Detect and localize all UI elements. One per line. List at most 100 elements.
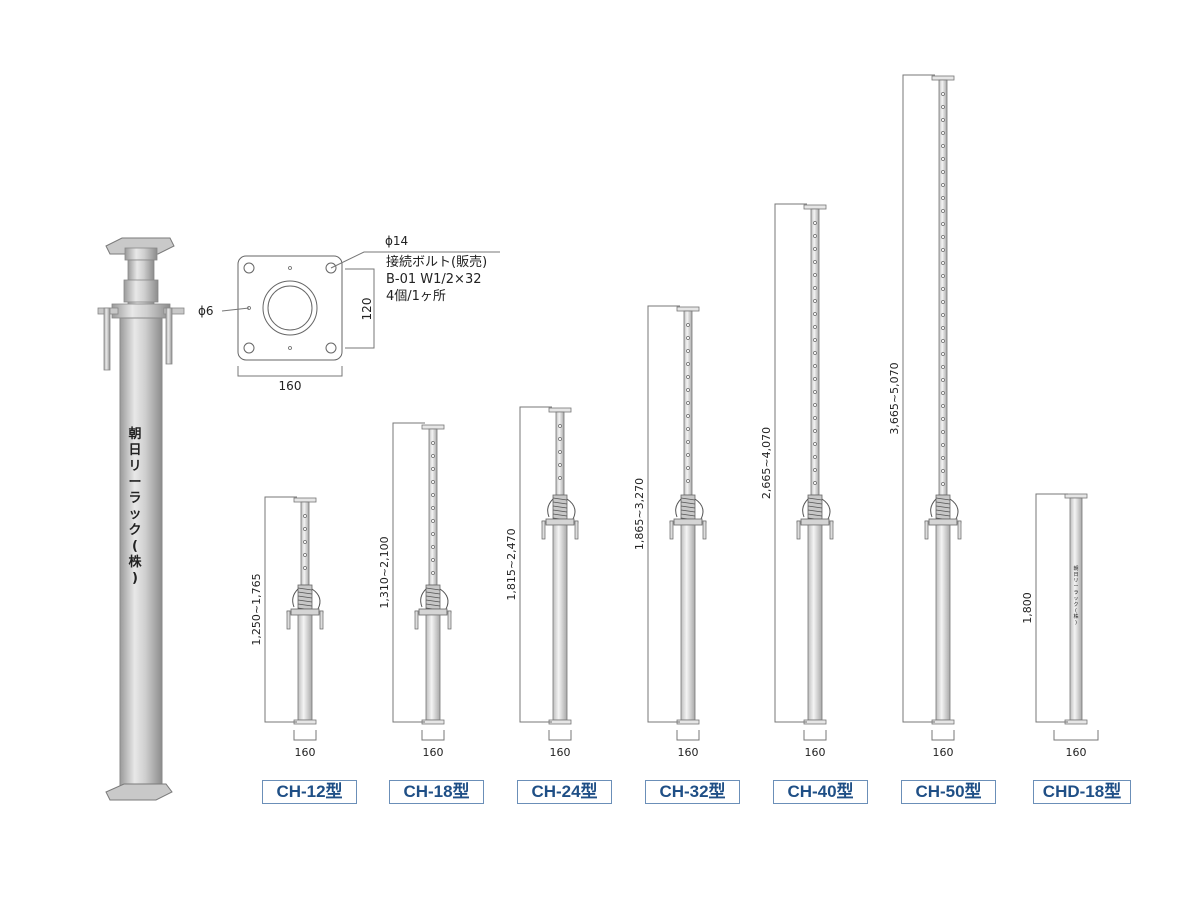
base-width-label: 160 xyxy=(423,746,444,759)
pin-hole xyxy=(941,248,945,252)
outer-tube xyxy=(425,614,441,721)
pin-hole xyxy=(686,453,690,457)
pin-hole xyxy=(941,92,945,96)
pin-hole xyxy=(813,351,817,355)
pin-hole xyxy=(813,442,817,446)
spring-coil xyxy=(552,513,568,517)
model-label: CH-12型 xyxy=(262,780,357,804)
pin-hole xyxy=(813,338,817,342)
height-dimension-line xyxy=(1035,493,1068,723)
pin-hole xyxy=(941,365,945,369)
base-width-dimension-line xyxy=(548,730,572,741)
base-plate xyxy=(293,719,317,725)
pin-hole xyxy=(941,313,945,317)
top-plate xyxy=(803,204,827,210)
top-plate xyxy=(676,306,700,312)
support-photo: 朝日リーラック(株) xyxy=(97,237,185,801)
handle xyxy=(702,520,707,540)
spring-coil xyxy=(425,595,441,599)
pin-hole xyxy=(431,545,435,549)
base-plate xyxy=(931,719,955,725)
pin-hole xyxy=(941,430,945,434)
pin-hole xyxy=(813,364,817,368)
base-plate xyxy=(1064,719,1088,725)
spring-coil xyxy=(807,509,823,513)
pin-hole xyxy=(558,424,562,428)
pin-hole xyxy=(941,378,945,382)
height-dimension-line xyxy=(519,406,552,723)
pin-hole xyxy=(558,476,562,480)
pin-hole xyxy=(813,221,817,225)
spring-coil xyxy=(297,591,313,595)
pin-hole xyxy=(686,466,690,470)
handle xyxy=(829,520,834,540)
pin-hole xyxy=(686,401,690,405)
height-dimension-line xyxy=(264,496,297,723)
pin-hole xyxy=(686,349,690,353)
base-width-label: 160 xyxy=(805,746,826,759)
spring-coil xyxy=(297,599,313,603)
plate-center-ring-inner xyxy=(267,285,313,331)
bolt-hole xyxy=(243,342,255,354)
top-plate xyxy=(1064,493,1088,499)
bolt-spec-line-2: B-01 W1/2×32 xyxy=(386,272,482,287)
supports-group: 1,250~1,7651601,310~2,1001601,815~2,4701… xyxy=(250,74,1099,759)
pin-chain xyxy=(566,498,576,520)
pin-hole xyxy=(431,441,435,445)
base-width-dimension-line xyxy=(931,730,955,741)
pin-hole xyxy=(941,469,945,473)
pin-chain xyxy=(802,498,809,518)
pin-hole xyxy=(431,493,435,497)
handle xyxy=(286,610,291,630)
pin-hole xyxy=(941,404,945,408)
pin-hole xyxy=(431,519,435,523)
top-plate xyxy=(421,424,445,430)
handle xyxy=(796,520,801,540)
spring-coil xyxy=(297,603,313,607)
pin-hole xyxy=(558,450,562,454)
pin-hole xyxy=(686,388,690,392)
base-width-label: 160 xyxy=(550,746,571,759)
pin-hole xyxy=(431,467,435,471)
small-hole xyxy=(288,266,292,270)
height-range-label: 1,865~3,270 xyxy=(633,478,646,550)
plate-center-ring-outer xyxy=(262,280,318,336)
height-range-label: 3,665~5,070 xyxy=(888,362,901,434)
height-dimension-line xyxy=(647,305,680,723)
spring-coil xyxy=(425,587,441,591)
collar xyxy=(545,518,575,526)
bolt-hole xyxy=(325,262,337,274)
pin-hole xyxy=(941,339,945,343)
base-plate xyxy=(676,719,700,725)
spring-coil xyxy=(297,595,313,599)
pin-chain xyxy=(930,498,937,518)
collar xyxy=(673,518,703,526)
pin-chain xyxy=(292,588,299,608)
bolt-hole xyxy=(243,262,255,274)
pin-hole xyxy=(941,183,945,187)
base-width-label: 160 xyxy=(678,746,699,759)
model-label: CH-24型 xyxy=(517,780,612,804)
pin-hole xyxy=(686,362,690,366)
pin-hole xyxy=(558,463,562,467)
pin-hole xyxy=(813,481,817,485)
pin-hole xyxy=(813,416,817,420)
spring-coil xyxy=(935,501,951,505)
pin-hole xyxy=(941,157,945,161)
base-plate-detail: ϕ14 接続ボルト(販売) B-01 W1/2×32 4個/1ヶ所 ϕ6 120… xyxy=(198,234,500,393)
outer-tube xyxy=(935,524,951,721)
pin-hole xyxy=(813,377,817,381)
pin-hole xyxy=(686,440,690,444)
spring-coil xyxy=(297,587,313,591)
plate-width-dim: 160 xyxy=(279,379,302,393)
outer-tube xyxy=(297,614,313,721)
pin-chain xyxy=(694,498,704,520)
chd-brand-text: 朝日リーラック(株) xyxy=(1073,566,1078,626)
pin-chain xyxy=(311,588,321,610)
pin-hole xyxy=(941,131,945,135)
model-label: CH-40型 xyxy=(773,780,868,804)
pin-chain xyxy=(420,588,427,608)
